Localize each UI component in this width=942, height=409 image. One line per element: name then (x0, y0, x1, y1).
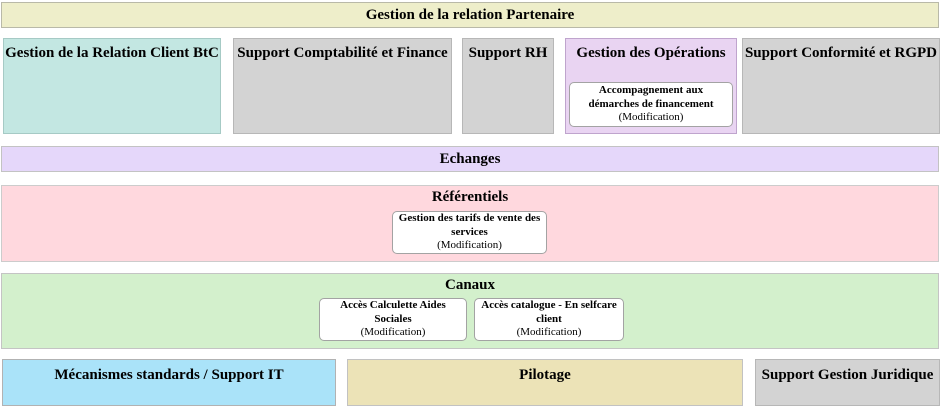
block-label: Gestion de la Relation Client BtC (5, 45, 219, 61)
capability-tag: (Modification) (618, 111, 684, 124)
capability-tag: (Modification) (437, 239, 502, 252)
block-gestion-relation-client-btc: Gestion de la Relation Client BtC (3, 38, 221, 134)
capability-card-accompagnement-financement: Accompagnement aux démarches de financem… (569, 82, 733, 127)
block-label: Support RH (468, 45, 548, 61)
capability-name: Accès Calculette Aides Sociales (340, 299, 446, 325)
band-label: Echanges (439, 150, 501, 167)
block-mecanismes-standards-support-it: Mécanismes standards / Support IT (2, 359, 336, 406)
block-label: Mécanismes standards / Support IT (54, 367, 284, 383)
capability-name: Gestion des tarifs de vente des services (398, 212, 541, 238)
block-label: Pilotage (519, 367, 571, 383)
block-support-gestion-juridique: Support Gestion Juridique (755, 359, 940, 406)
band-referentiels: Référentiels Gestion des tarifs de vente… (1, 185, 939, 262)
block-support-comptabilite-finance: Support Comptabilité et Finance (233, 38, 452, 134)
capability-card-tarifs-vente-services: Gestion des tarifs de vente des services… (392, 211, 547, 254)
block-support-rh: Support RH (462, 38, 554, 134)
block-label: Support Conformité et RGPD (744, 45, 938, 61)
band-echanges: Echanges (1, 146, 939, 172)
block-label: Support Comptabilité et Finance (237, 45, 448, 61)
block-pilotage: Pilotage (347, 359, 743, 406)
band-label: Référentiels (431, 189, 509, 205)
block-support-conformite-rgpd: Support Conformité et RGPD (742, 38, 940, 134)
capability-tag: (Modification) (516, 326, 582, 339)
diagram-title: Gestion de la relation Partenaire (365, 6, 575, 23)
band-canaux: Canaux Accès Calculette Aides Sociales (… (1, 273, 939, 349)
capability-tag: (Modification) (360, 326, 426, 339)
block-label: Support Gestion Juridique (761, 367, 934, 383)
block-gestion-des-operations: Gestion des Opérations Accompagnement au… (565, 38, 737, 134)
capability-card-acces-calculette-aides-sociales: Accès Calculette Aides Sociales (Modific… (319, 298, 467, 341)
diagram-title-band: Gestion de la relation Partenaire (1, 2, 939, 28)
capability-card-acces-catalogue-selfcare: Accès catalogue - En selfcare client (Mo… (474, 298, 624, 341)
block-label: Gestion des Opérations (576, 45, 726, 61)
band-label: Canaux (444, 277, 496, 293)
capability-name: Accès catalogue - En selfcare client (481, 299, 617, 325)
capability-name: Accompagnement aux démarches de financem… (588, 84, 714, 110)
